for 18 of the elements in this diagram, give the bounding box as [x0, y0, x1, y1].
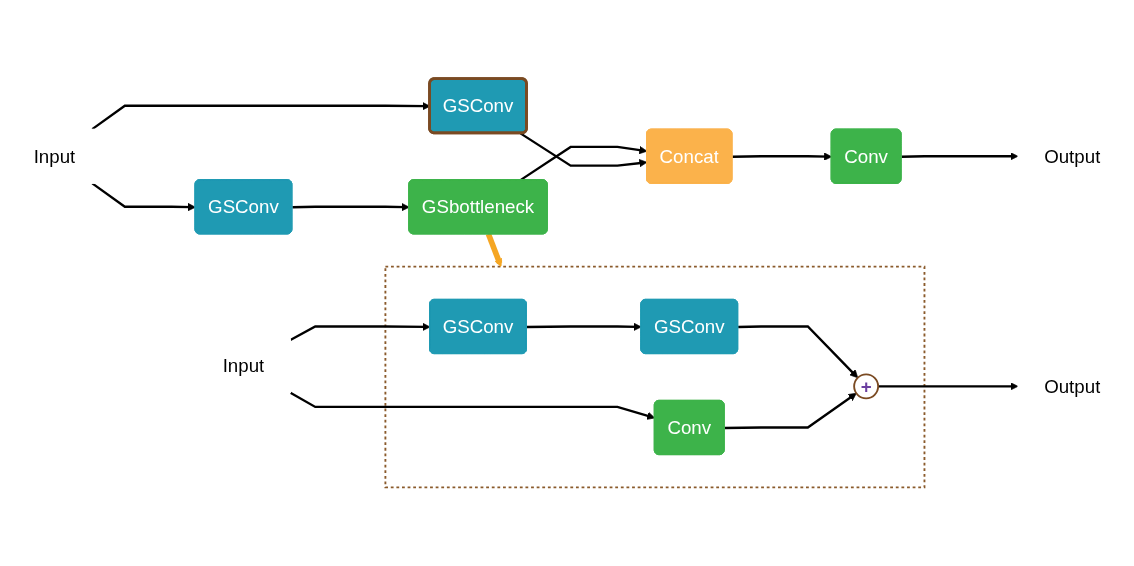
- arrow: [91, 182, 196, 212]
- node-text: Input: [222, 355, 265, 377]
- node-text: Input: [33, 145, 76, 167]
- arrow: [526, 322, 642, 331]
- arrow: [519, 132, 648, 168]
- arrow: [292, 203, 410, 212]
- arrow: [732, 152, 833, 161]
- arrow: [901, 152, 1019, 161]
- node-circle: +: [853, 373, 880, 400]
- node-text: Output: [1044, 145, 1101, 167]
- arrow: [724, 392, 857, 430]
- arrow: [878, 382, 1019, 391]
- node-text: Output: [1044, 376, 1101, 397]
- arrow: [289, 322, 431, 342]
- arrow: [289, 391, 656, 420]
- arrow: [485, 232, 503, 267]
- cluster: [384, 265, 926, 489]
- arrow: [738, 325, 859, 379]
